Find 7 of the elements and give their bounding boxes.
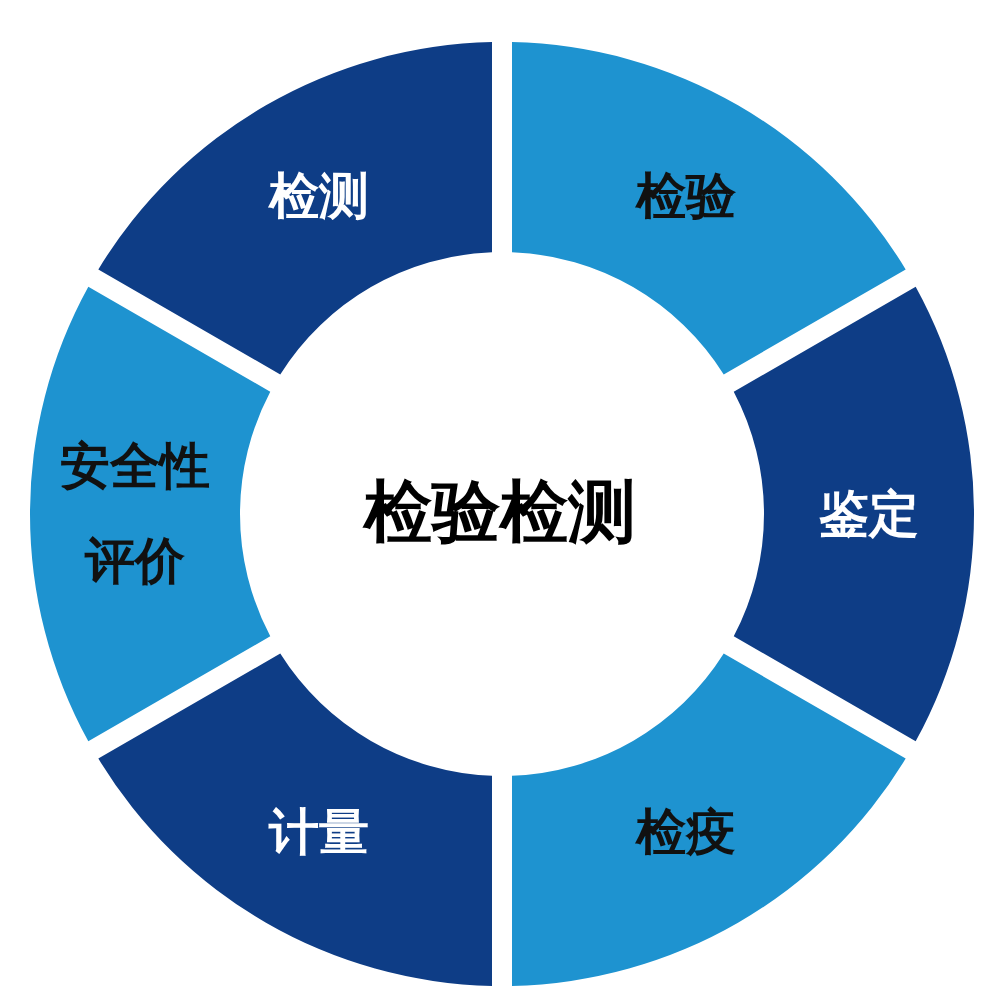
segment-label: 安全性评价 (59, 436, 211, 592)
segment-label: 鉴定 (818, 483, 920, 545)
segment-label: 计量 (267, 801, 370, 863)
hub-label: 检验检测 (364, 470, 636, 553)
segment-label: 检疫 (634, 801, 737, 863)
segment-label: 检验 (634, 165, 737, 227)
segment-label: 检测 (267, 165, 370, 227)
